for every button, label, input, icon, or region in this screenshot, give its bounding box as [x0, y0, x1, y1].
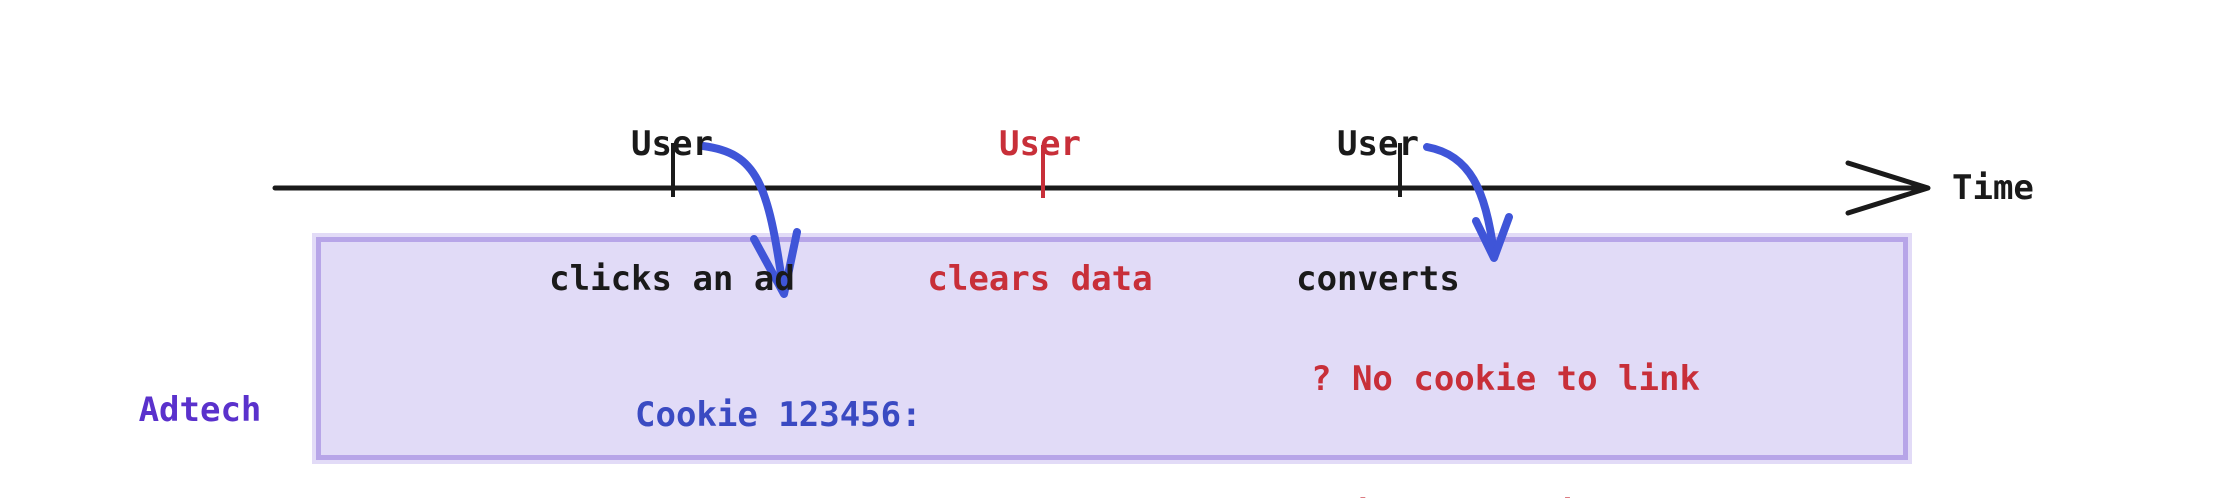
adtech-server-label-line: Adtech — [138, 390, 262, 430]
no-conversion-note-line: ? No cookie to link — [1311, 359, 1700, 399]
adtech-server-box — [316, 237, 1908, 460]
time-axis-label: Time — [1952, 168, 2034, 208]
event-label-line: converts — [1296, 259, 1460, 299]
no-conversion-note: ? No cookie to link this conversion to ⇒… — [1311, 267, 1700, 498]
event-label-line: User — [999, 124, 1081, 164]
event-label-user-converts: User converts — [1178, 32, 1578, 392]
cookie-note-line: Cookie 123456: — [635, 395, 922, 435]
time-axis-arrowhead-icon — [1845, 160, 1931, 216]
event-label-line: clicks an ad — [549, 259, 795, 299]
adtech-server-label: Adtech server — [50, 298, 350, 498]
event-label-line: clears data — [927, 259, 1153, 299]
event-label-line: User — [1337, 124, 1419, 164]
event-label-user-clears-data: User clears data — [840, 32, 1240, 392]
no-conversion-note-line: this conversion to — [1311, 492, 1700, 498]
event-label-line: User — [631, 124, 713, 164]
cookie-logged-note: Cookie 123456: Ad clicked — [635, 303, 922, 498]
